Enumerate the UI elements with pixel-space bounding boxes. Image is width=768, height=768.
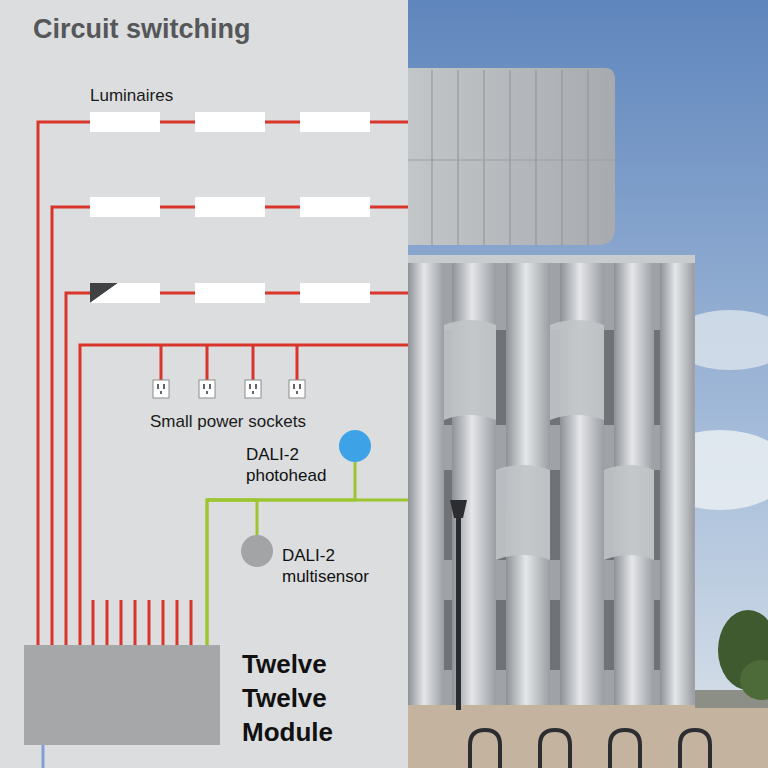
circle-shape <box>339 430 371 462</box>
node-label: Twelve Twelve Module <box>242 647 362 749</box>
circle-shape <box>241 535 273 567</box>
part-label: Luminaires <box>90 86 173 106</box>
module-box: Twelve Twelve Module <box>24 645 220 745</box>
sensor-circle: DALI-2 photohead <box>339 430 371 462</box>
node-label: DALI-2 photohead <box>246 444 342 486</box>
dali-bus-line <box>207 500 257 645</box>
sensor-circle: DALI-2 multisensor <box>241 535 273 567</box>
diagram-title: Circuit switching <box>33 14 251 45</box>
node-label: DALI-2 multisensor <box>282 545 386 587</box>
part-label: Small power sockets <box>150 412 306 432</box>
